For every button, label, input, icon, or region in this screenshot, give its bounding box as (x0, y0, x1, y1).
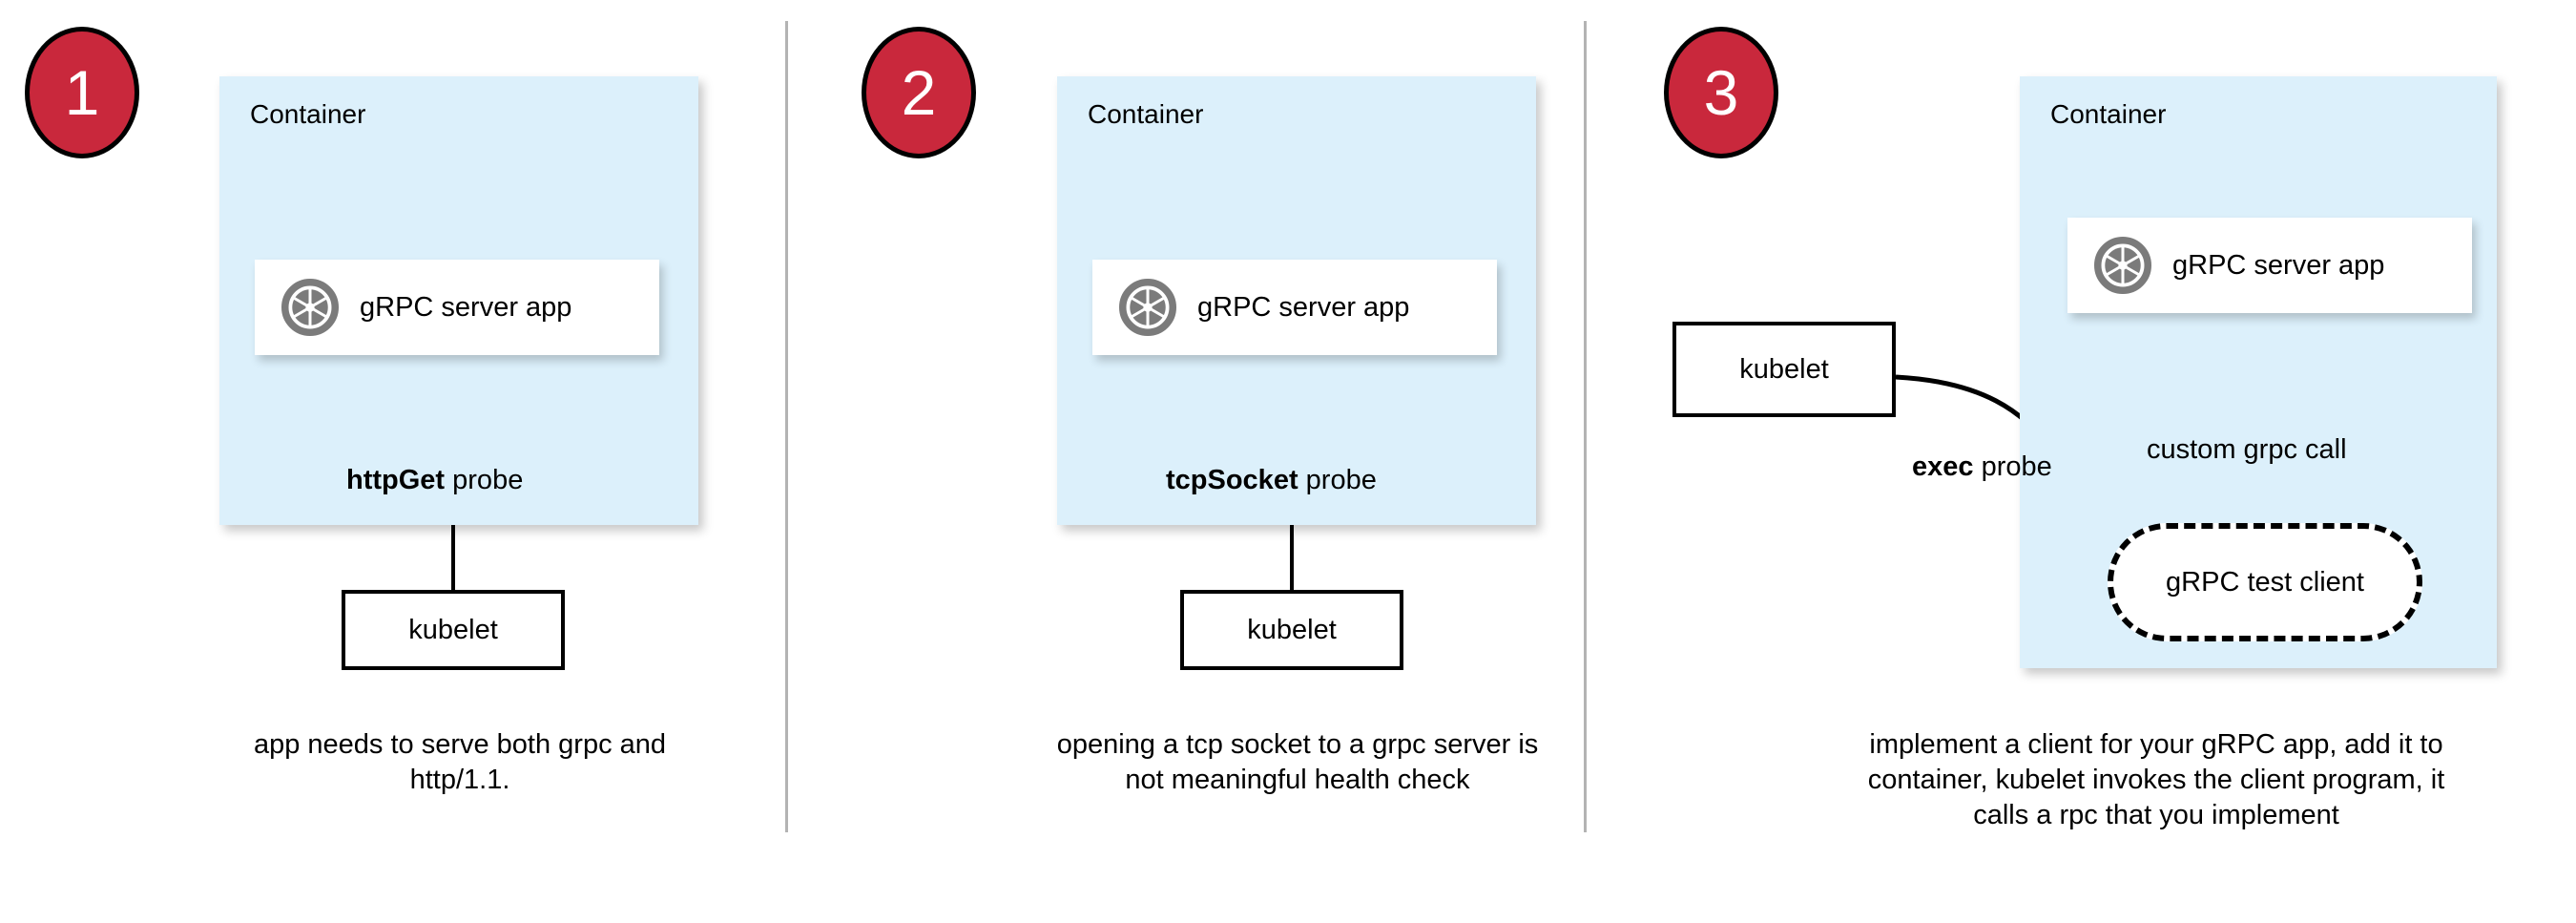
step-badge-3-number: 3 (1703, 57, 1739, 128)
edge-label-httpget-probe-rest: probe (445, 465, 524, 495)
kubelet-box-3: kubelet (1672, 322, 1896, 417)
kubelet-label-1: kubelet (408, 614, 498, 645)
edge-label-exec-probe-keyword: exec (1912, 451, 1974, 482)
grpc-server-app-label-2: gRPC server app (1197, 291, 1410, 323)
grpc-test-client-box: gRPC test client (2108, 523, 2422, 641)
step-badge-1: 1 (25, 27, 139, 158)
panel-divider-1 (785, 21, 788, 832)
edge-label-tcpsocket-probe-rest: probe (1298, 465, 1377, 495)
grpc-aperture-icon (281, 279, 339, 336)
edge-label-custom-grpc-call: custom grpc call (2147, 434, 2347, 465)
edge-label-httpget-probe-keyword: httpGet (346, 465, 446, 495)
step-badge-1-number: 1 (64, 57, 100, 128)
panel-divider-2 (1584, 21, 1587, 832)
edge-label-tcpsocket-probe: tcpSocket probe (1166, 465, 1377, 496)
panel-caption-2: opening a tcp socket to a grpc server is… (1056, 729, 1539, 796)
grpc-aperture-icon (2094, 237, 2151, 294)
container-label-2: Container (1088, 99, 1204, 129)
grpc-test-client-label: gRPC test client (2166, 566, 2364, 598)
edge-label-httpget-probe: httpGet probe (346, 465, 523, 496)
grpc-server-app-card-3: gRPC server app (2067, 218, 2472, 313)
step-badge-3: 3 (1664, 27, 1778, 158)
step-badge-2-number: 2 (901, 57, 937, 128)
grpc-server-app-label-3: gRPC server app (2172, 249, 2385, 281)
grpc-server-app-card-2: gRPC server app (1092, 260, 1497, 355)
container-label-1: Container (250, 99, 366, 129)
panel-caption-1: app needs to serve both grpc and http/1.… (253, 729, 667, 796)
kubelet-label-2: kubelet (1247, 614, 1337, 645)
kubelet-label-3: kubelet (1739, 353, 1829, 385)
kubelet-box-2: kubelet (1180, 590, 1403, 670)
step-badge-2: 2 (862, 27, 976, 158)
kubelet-box-1: kubelet (342, 590, 565, 670)
grpc-server-app-label-1: gRPC server app (360, 291, 572, 323)
edge-label-exec-probe: exec probe (1912, 451, 2052, 483)
container-label-3: Container (2050, 99, 2167, 129)
edge-label-tcpsocket-probe-keyword: tcpSocket (1166, 465, 1298, 495)
edge-label-exec-probe-rest: probe (1973, 451, 2052, 482)
grpc-aperture-icon (1119, 279, 1176, 336)
panel-caption-3: implement a client for your gRPC app, ad… (1867, 729, 2445, 831)
grpc-server-app-card-1: gRPC server app (255, 260, 659, 355)
